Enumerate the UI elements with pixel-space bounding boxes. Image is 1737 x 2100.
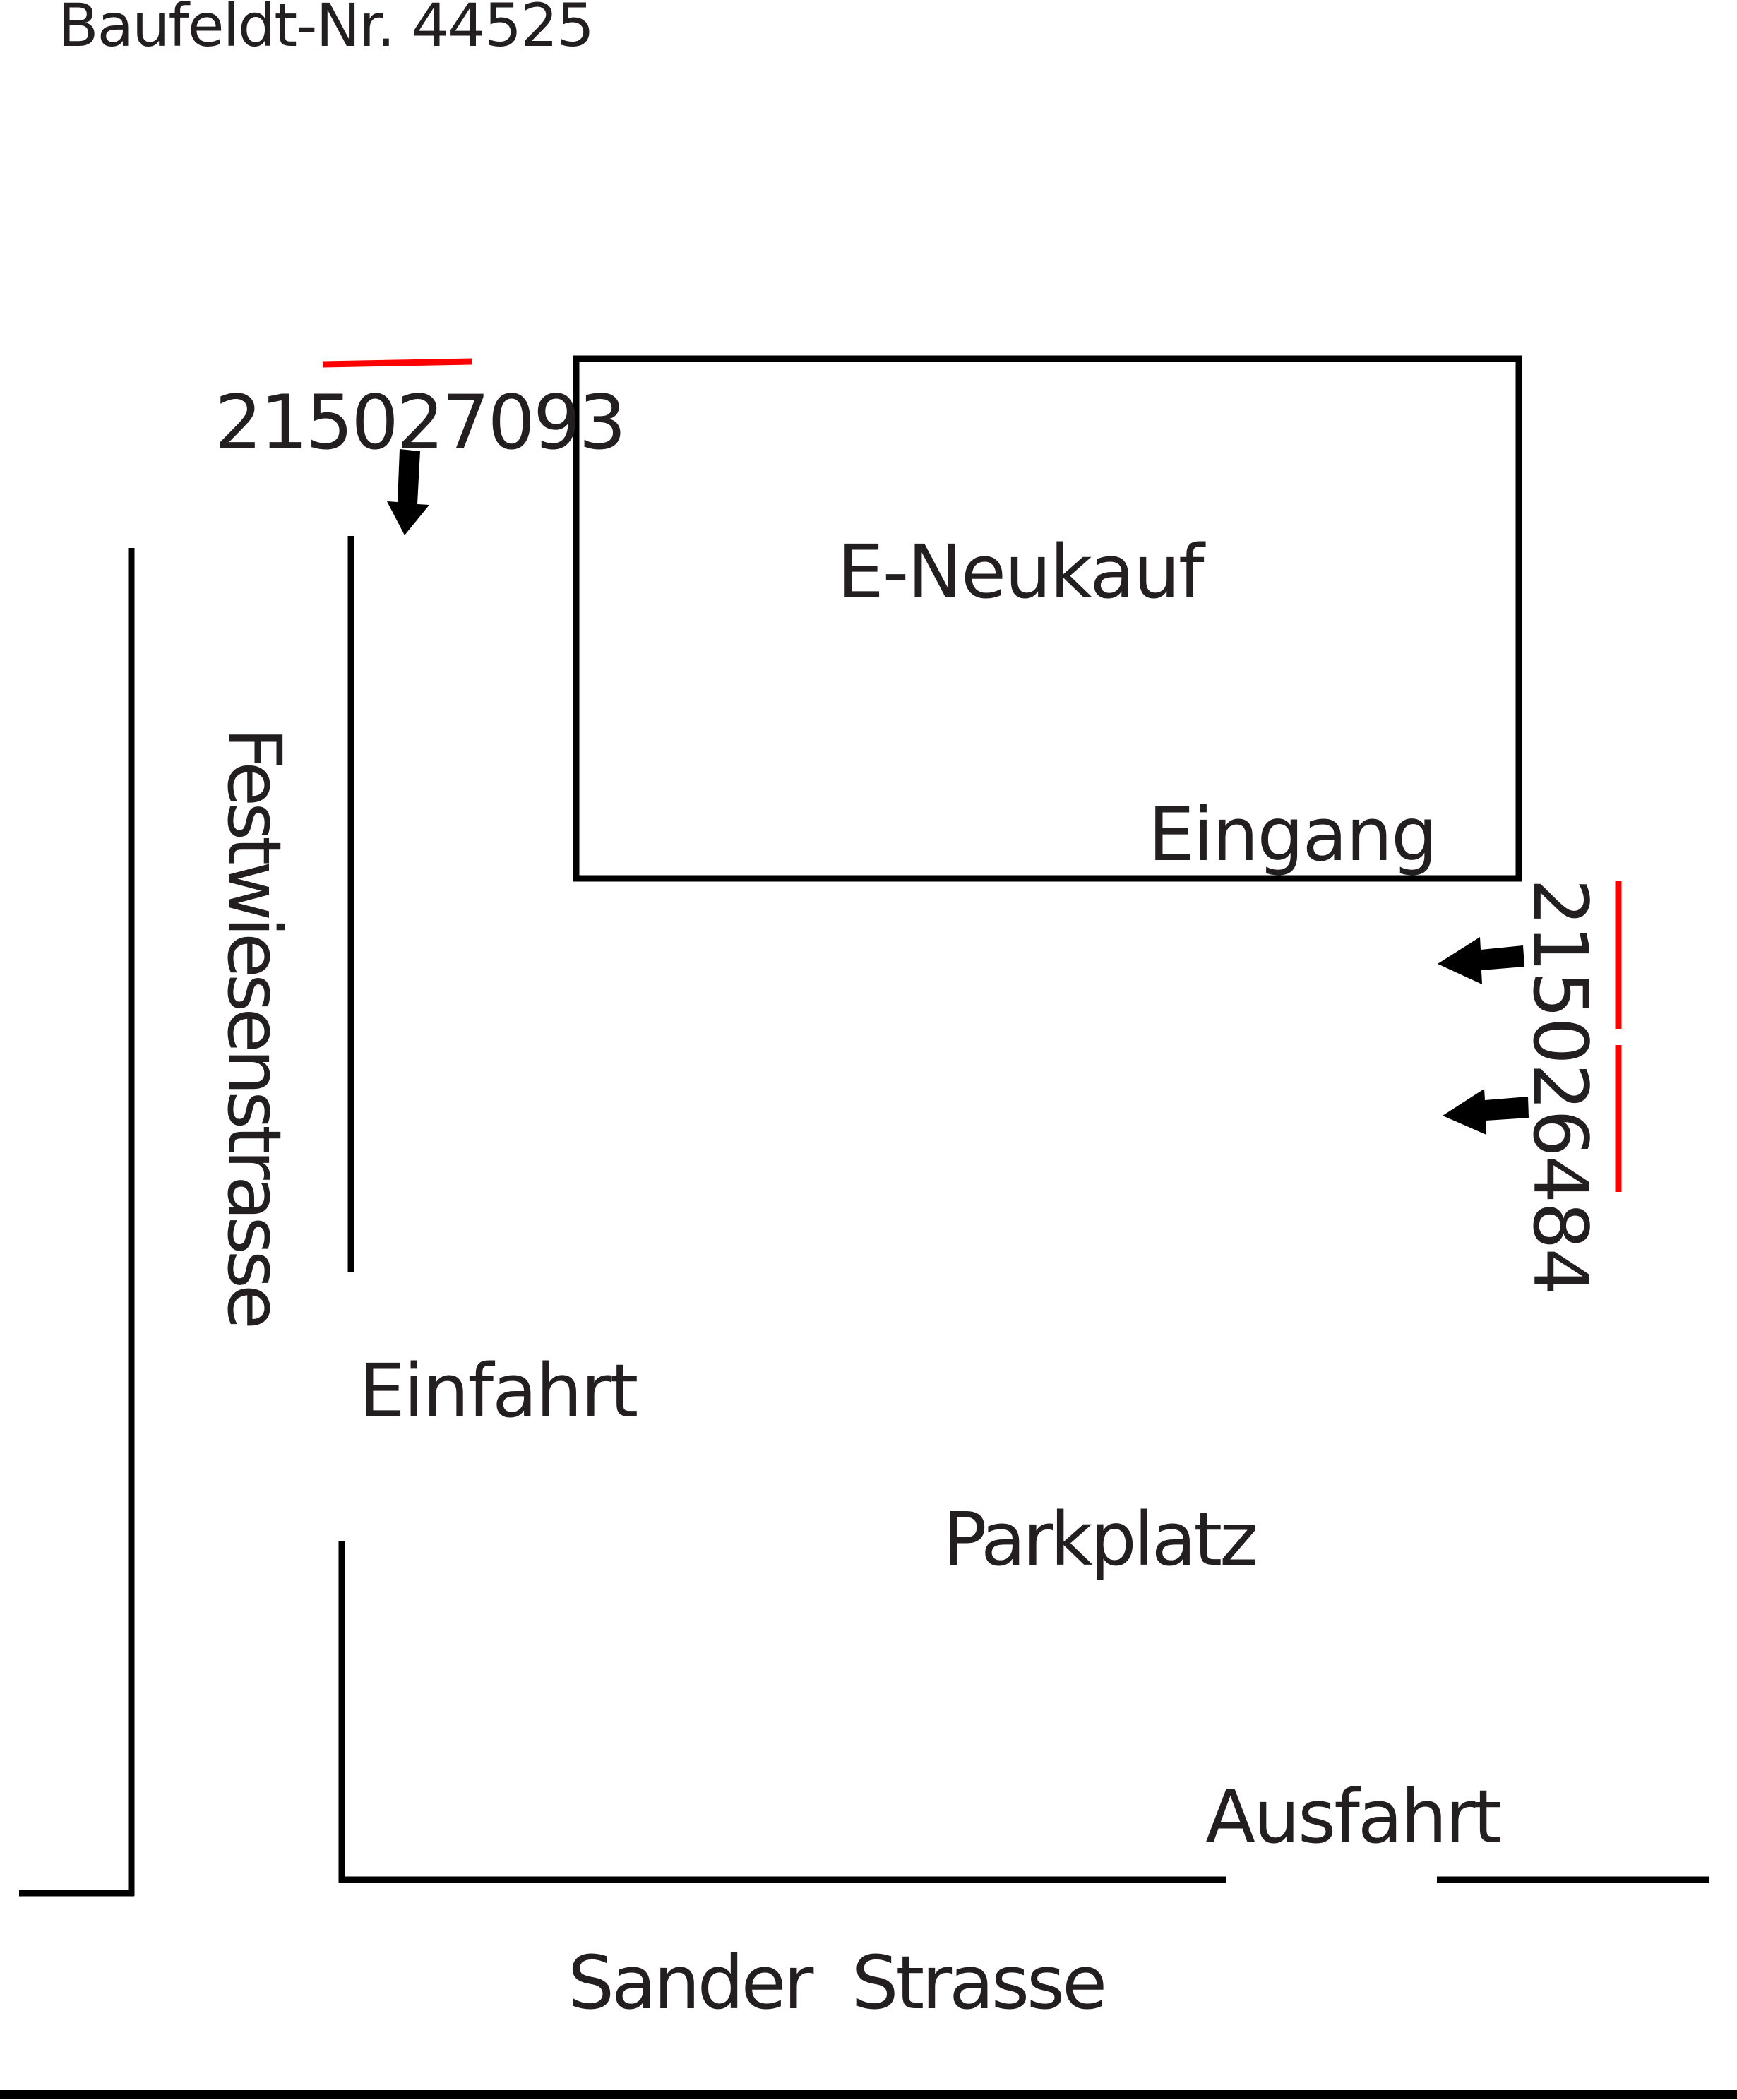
street-name-side: Festwiesenstrasse bbox=[211, 727, 297, 1325]
entrance-label: Eingang bbox=[1148, 792, 1438, 878]
building-outline bbox=[573, 355, 1522, 882]
sign-id-right: 215026484 bbox=[1517, 878, 1604, 1294]
plot-number-title: Baufeldt-Nr. 44525 bbox=[58, 0, 595, 60]
arrow-down-icon bbox=[387, 449, 429, 535]
street-name-bottom: Sander Strasse bbox=[568, 1940, 1107, 2026]
arrow-left-icon bbox=[1438, 937, 1524, 984]
parking-label: Parkplatz bbox=[943, 1496, 1258, 1582]
sign-marker-top bbox=[322, 358, 472, 368]
arrow-left-icon bbox=[1443, 1089, 1529, 1135]
entry-label: Einfahrt bbox=[359, 1348, 638, 1434]
exit-label: Ausfahrt bbox=[1205, 1774, 1502, 1860]
building-name: E-Neukauf bbox=[837, 529, 1205, 615]
sign-id-top: 215027093 bbox=[215, 379, 626, 466]
